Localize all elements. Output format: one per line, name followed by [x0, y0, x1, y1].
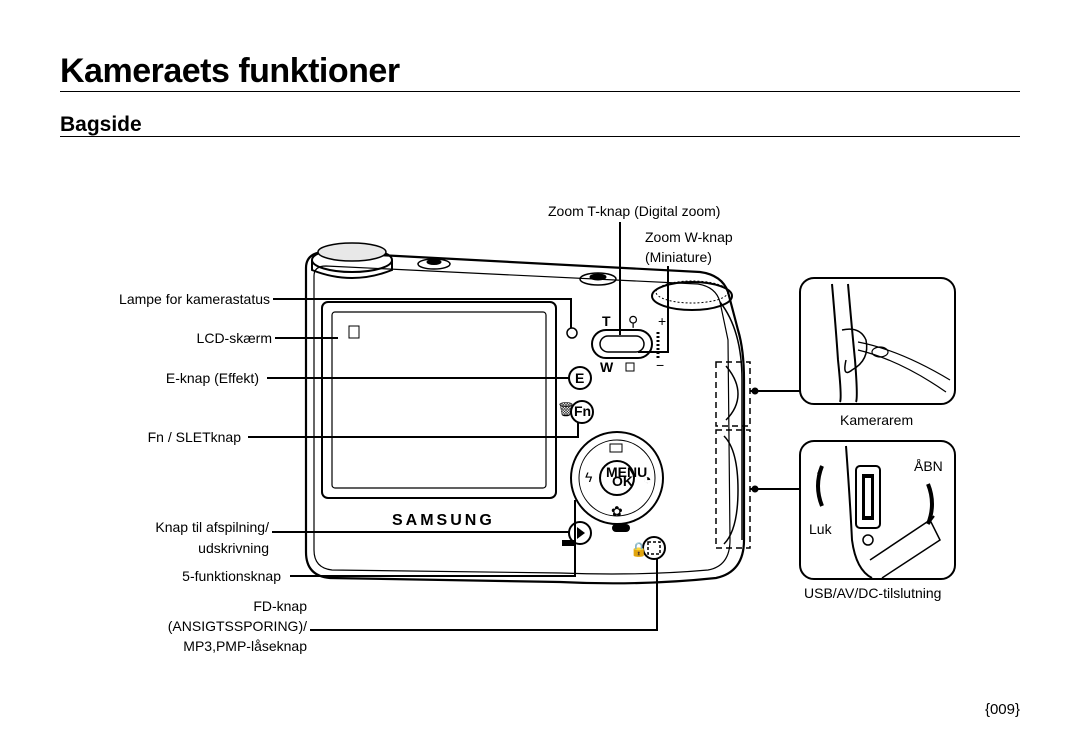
page-title: Kameraets funktioner: [60, 52, 400, 90]
usb-cover: [869, 518, 941, 579]
leader-lines: [248, 222, 800, 631]
section-title: Bagside: [60, 113, 142, 136]
fd-label: FD-knap: [253, 598, 307, 614]
ok-label: OK: [612, 473, 633, 489]
playback-label: Knap til afspilning/: [155, 519, 269, 535]
zoom-w-sublabel: (Miniature): [645, 249, 712, 265]
close-label: Luk: [809, 521, 833, 537]
fd-sublabel-2: MP3,PMP-låseknap: [183, 638, 307, 654]
plus-icon: +: [658, 313, 666, 329]
fn-button[interactable]: Fn 🗑: [557, 400, 594, 424]
fn-button-label: Fn: [574, 403, 591, 419]
page-number: {009}: [984, 701, 1020, 718]
zoom-t-mark: T: [602, 313, 611, 329]
menu-label: MENU: [606, 464, 647, 480]
thumbnail-icon: [625, 362, 635, 372]
fd-button[interactable]: 🔒: [630, 536, 666, 560]
magnifier-icon: ⚲: [628, 313, 638, 329]
brand-logo: SAMSUNG: [392, 512, 495, 529]
usb-label: USB/AV/DC-tilslutning: [804, 585, 941, 601]
open-label: ÅBN: [914, 458, 943, 474]
title-rule: [60, 91, 1020, 92]
strap-detail: [799, 277, 956, 405]
usb-detail: [799, 440, 956, 580]
trash-icon: 🗑: [557, 401, 575, 417]
flash-icon: ϟ: [585, 469, 593, 485]
lock-icon: 🔒: [630, 541, 647, 558]
camera-body: [304, 242, 746, 585]
playback-sublabel: udskrivning: [198, 540, 269, 556]
menu-ok-button[interactable]: [599, 460, 635, 496]
mp3-icon: [612, 524, 630, 532]
fd-sublabel: (ANSIGTSSPORING)/: [168, 618, 307, 634]
timer-icon: ◔: [643, 471, 651, 487]
zoom-w-mark: W: [600, 359, 614, 375]
five-function-label: 5-funktionsknap: [182, 568, 281, 584]
zoom-w-label: Zoom W-knap: [645, 229, 733, 245]
strap-label: Kamerarem: [840, 412, 913, 428]
zoom-rocker[interactable]: T W ⚲ + −: [591, 313, 666, 375]
print-icon: [562, 540, 574, 546]
lcd-screen: [321, 301, 557, 499]
zoom-t-label: Zoom T-knap (Digital zoom): [548, 203, 720, 219]
status-lamp-icon: [566, 327, 578, 339]
status-lamp-label: Lampe for kamerastatus: [119, 291, 270, 307]
section-rule: [60, 136, 1020, 137]
display-icon: [609, 443, 623, 453]
fn-button-label-callout: Fn / SLETknap: [148, 429, 242, 445]
lcd-label: LCD-skærm: [197, 330, 272, 346]
minus-icon: −: [656, 357, 664, 373]
e-button-label-callout: E-knap (Effekt): [166, 370, 259, 386]
playback-button[interactable]: [562, 521, 630, 546]
macro-icon: ✿: [611, 503, 623, 519]
five-function-pad[interactable]: MENU OK ϟ ◔ ✿: [570, 431, 664, 525]
e-button-label: E: [575, 370, 584, 386]
e-button[interactable]: E: [568, 366, 592, 390]
